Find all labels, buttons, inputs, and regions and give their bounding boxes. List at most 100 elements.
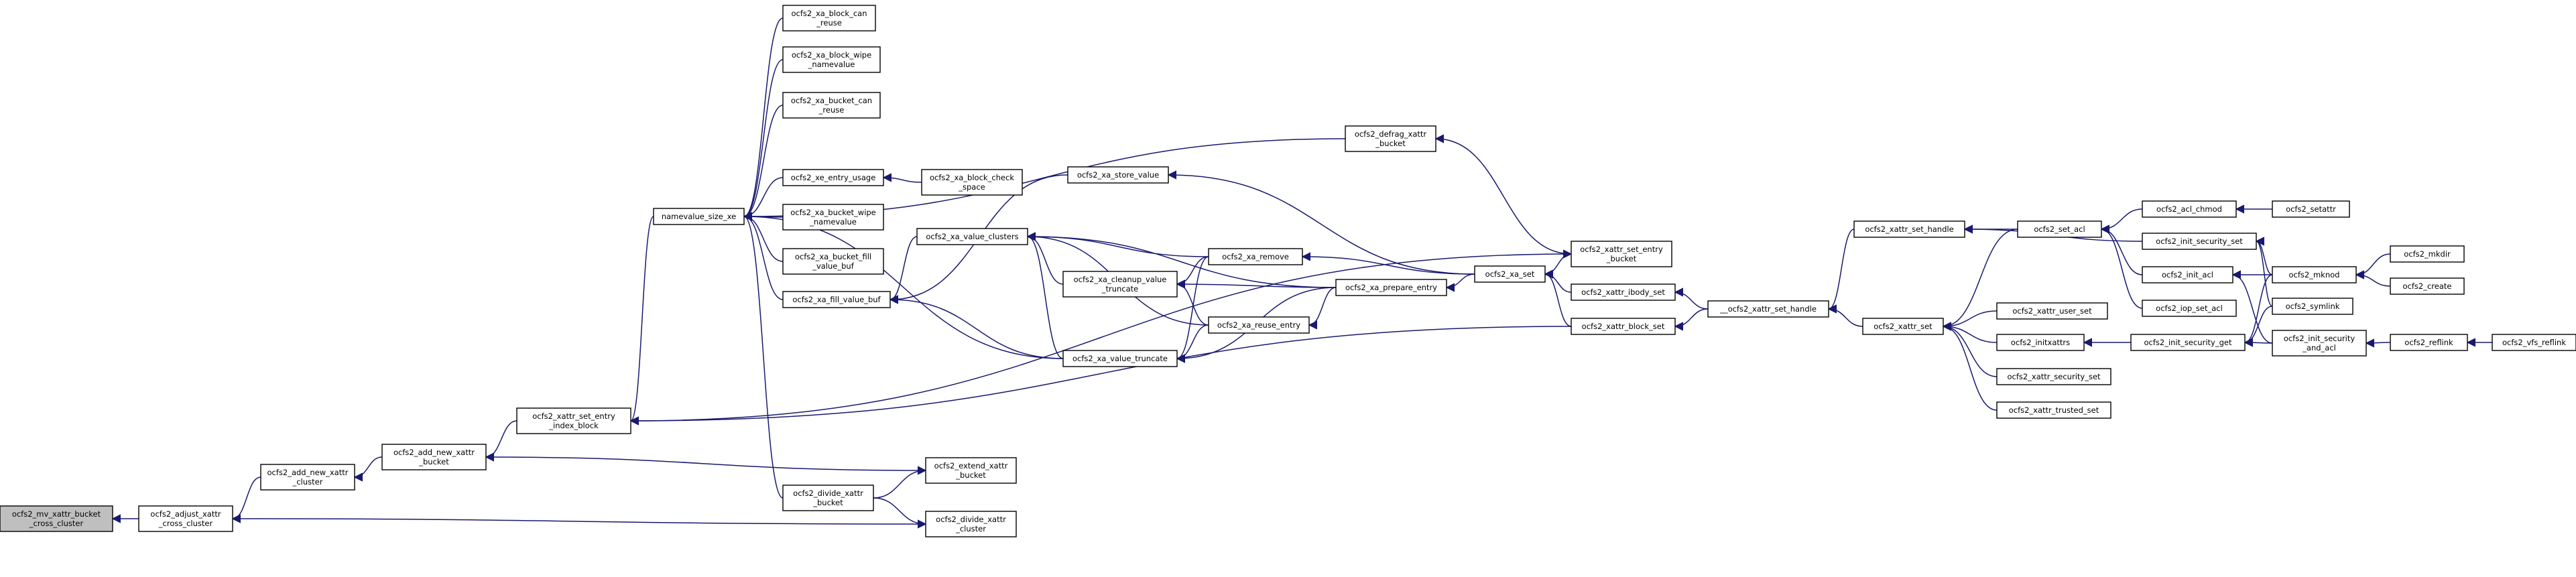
node-adjust-xattr-cross-cluster[interactable]: ocfs2_adjust_xattr_cross_cluster	[138, 505, 233, 532]
node-label: _reuse	[818, 105, 845, 115]
node-acl-chmod[interactable]: ocfs2_acl_chmod	[2142, 200, 2237, 218]
node-xa-reuse-entry[interactable]: ocfs2_xa_reuse_entry	[1208, 316, 1310, 334]
node-init-security-set[interactable]: ocfs2_init_security_set	[2142, 233, 2257, 250]
node-box	[1707, 300, 1829, 318]
node-box	[1571, 283, 1676, 301]
node-init-security-and-acl[interactable]: ocfs2_init_security_and_acl	[2272, 330, 2367, 357]
node-xattr-set[interactable]: ocfs2_xattr_set	[1862, 318, 1944, 335]
node-extend-xattr-bucket[interactable]: ocfs2_extend_xattr_bucket	[925, 457, 1017, 484]
node-xa-value-clusters[interactable]: ocfs2_xa_value_clusters	[916, 228, 1028, 245]
node-xattr-set-entry-bucket[interactable]: ocfs2_xattr_set_entry_bucket	[1571, 241, 1672, 267]
node-label: ocfs2_xattr_set_handle	[1865, 225, 1953, 234]
edge-reflink-to-init-security-and-acl	[2365, 338, 2391, 348]
node-xa-cleanup-value-truncate[interactable]: ocfs2_xa_cleanup_value_truncate	[1062, 271, 1178, 298]
node-add-new-xattr-bucket[interactable]: ocfs2_add_new_xattr_bucket	[381, 444, 487, 470]
edge-line	[743, 105, 784, 221]
node-box	[916, 228, 1028, 245]
node-label: ocfs2_xa_cleanup_value	[1074, 275, 1167, 284]
node-mknod[interactable]: ocfs2_mknod	[2272, 266, 2357, 283]
node-mv-xattr-bucket-cross-cluster[interactable]: ocfs2_mv_xattr_bucket_cross_cluster	[0, 505, 113, 532]
node-label: ocfs2_iop_set_acl	[2156, 304, 2223, 313]
node-xattr-security-set[interactable]: ocfs2_xattr_security_set	[1996, 368, 2111, 385]
node-vfs-reflink[interactable]: ocfs2_vfs_reflink	[2492, 334, 2576, 351]
node-symlink[interactable]: ocfs2_symlink	[2272, 298, 2353, 315]
node-xattr-set-handle[interactable]: ocfs2_xattr_set_handle	[1853, 220, 1965, 238]
node-label: ocfs2_mkdir	[2404, 249, 2451, 259]
node-label: _namevalue	[808, 60, 855, 69]
node-xa-set[interactable]: ocfs2_xa_set	[1474, 265, 1546, 283]
node-xa-prepare-entry[interactable]: ocfs2_xa_prepare_entry	[1335, 279, 1447, 296]
edge-xattr-set-entry-bucket-to-defrag-xattr-bucket	[1434, 134, 1572, 255]
edge-line	[2244, 306, 2273, 347]
node-namevalue-size-xe[interactable]: namevalue_size_xe	[653, 208, 745, 225]
node-xattr-set-entry-index-block[interactable]: ocfs2_xattr_set_entry_index_block	[516, 407, 631, 434]
node-label: _truncate	[1101, 284, 1139, 294]
node-xa-block-can-reuse[interactable]: ocfs2_xa_block_can_reuse	[782, 5, 876, 31]
node-reflink[interactable]: ocfs2_reflink	[2390, 334, 2468, 351]
node-defrag-xattr-bucket[interactable]: ocfs2_defrag_xattr_bucket	[1345, 125, 1436, 152]
node-xa-bucket-can-reuse[interactable]: ocfs2_xa_bucket_can_reuse	[782, 92, 881, 119]
edge-line	[1827, 304, 1863, 327]
edge-line	[231, 476, 261, 523]
node-xattr-user-set[interactable]: ocfs2_xattr_user_set	[1996, 302, 2108, 320]
node-box	[1996, 368, 2111, 385]
node-init-acl[interactable]: ocfs2_init_acl	[2142, 266, 2233, 283]
edge-line	[873, 466, 927, 499]
node-xa-block-check-space[interactable]: ocfs2_xa_block_check_space	[921, 169, 1023, 196]
node-box	[2390, 334, 2468, 351]
node-create[interactable]: ocfs2_create	[2390, 277, 2465, 295]
node-xa-bucket-fill-value-buf[interactable]: ocfs2_xa_bucket_fill_value_buf	[782, 248, 884, 275]
node-iop-set-acl[interactable]: ocfs2_iop_set_acl	[2142, 300, 2237, 317]
node-xa-store-value[interactable]: ocfs2_xa_store_value	[1067, 166, 1169, 184]
node-divide-xattr-cluster[interactable]: ocfs2_divide_xattr_cluster	[925, 511, 1017, 537]
node-box	[2130, 334, 2246, 351]
node-xattr-ibody-set[interactable]: ocfs2_xattr_ibody_set	[1571, 283, 1676, 301]
node-label: ocfs2_create	[2403, 281, 2452, 291]
node-label: ocfs2_xattr_trusted_set	[2009, 405, 2099, 415]
edge-line	[743, 212, 784, 499]
edge-xattr-set-entry-index-block-to-xattr-set-entry-bucket	[630, 249, 1573, 422]
node-label: ocfs2_xa_store_value	[1077, 170, 1159, 180]
edge-init-security-and-acl-to-init-security-get	[2244, 338, 2273, 347]
edge-line	[1176, 324, 1209, 363]
node-box	[782, 485, 874, 511]
node-initxattrs[interactable]: ocfs2_initxattrs	[1996, 334, 2085, 351]
node-xe-entry-usage[interactable]: ocfs2_xe_entry_usage	[782, 169, 884, 186]
edge-line	[2365, 338, 2391, 348]
edge-iop-set-acl-to-set-acl	[2100, 225, 2143, 309]
node-xa-remove[interactable]: ocfs2_xa_remove	[1208, 248, 1303, 265]
node-label: ocfs2_initxattrs	[2011, 338, 2070, 347]
node-setattr[interactable]: ocfs2_setattr	[2272, 200, 2350, 218]
node-xattr-block-set[interactable]: ocfs2_xattr_block_set	[1571, 318, 1676, 335]
edge-xattr-block-set-to-xa-set	[1544, 269, 1572, 327]
node-xa-bucket-wipe-namevalue[interactable]: ocfs2_xa_bucket_wipe_namevalue	[782, 204, 884, 231]
node-label: ocfs2_add_new_xattr	[393, 448, 475, 457]
node-xattr-trusted-set[interactable]: ocfs2_xattr_trusted_set	[1996, 401, 2111, 419]
node-box	[1853, 220, 1965, 238]
node-label: ocfs2_mv_xattr_bucket	[12, 509, 101, 519]
edge-line	[1167, 170, 1475, 275]
edge-line	[743, 212, 784, 300]
node-box	[1345, 125, 1436, 152]
edge-line	[2355, 270, 2391, 287]
node-label: ocfs2_xe_entry_usage	[791, 173, 876, 182]
node-set-acl[interactable]: ocfs2_set_acl	[2017, 220, 2102, 238]
node-divide-xattr-bucket[interactable]: ocfs2_divide_xattr_bucket	[782, 485, 874, 511]
node-label: namevalue_size_xe	[662, 212, 736, 221]
edge-line	[485, 452, 926, 471]
nodes-layer: ocfs2_mv_xattr_bucket_cross_clusterocfs2…	[0, 5, 2576, 537]
node-box	[381, 444, 487, 470]
node-label: _bucket	[1375, 139, 1406, 148]
node-mkdir[interactable]: ocfs2_mkdir	[2390, 245, 2465, 263]
edge-xa-cleanup-value-truncate-to-xa-value-clusters	[1026, 232, 1064, 285]
node-label: ocfs2_reflink	[2404, 338, 2453, 347]
node-add-new-xattr-cluster[interactable]: ocfs2_add_new_xattr_cluster	[260, 464, 355, 491]
node-xa-fill-value-buf[interactable]: ocfs2_xa_fill_value_buf	[782, 291, 891, 308]
edge-xa-value-truncate-to-xa-fill-value-buf	[889, 295, 1064, 359]
node-xattr-set-handle[interactable]: __ocfs2_xattr_set_handle	[1707, 300, 1829, 318]
node-xa-block-wipe-namevalue[interactable]: ocfs2_xa_block_wipe_namevalue	[782, 46, 881, 73]
node-xa-value-truncate[interactable]: ocfs2_xa_value_truncate	[1062, 350, 1178, 367]
node-init-security-get[interactable]: ocfs2_init_security_get	[2130, 334, 2246, 351]
node-box	[2142, 200, 2237, 218]
node-box	[138, 505, 233, 532]
